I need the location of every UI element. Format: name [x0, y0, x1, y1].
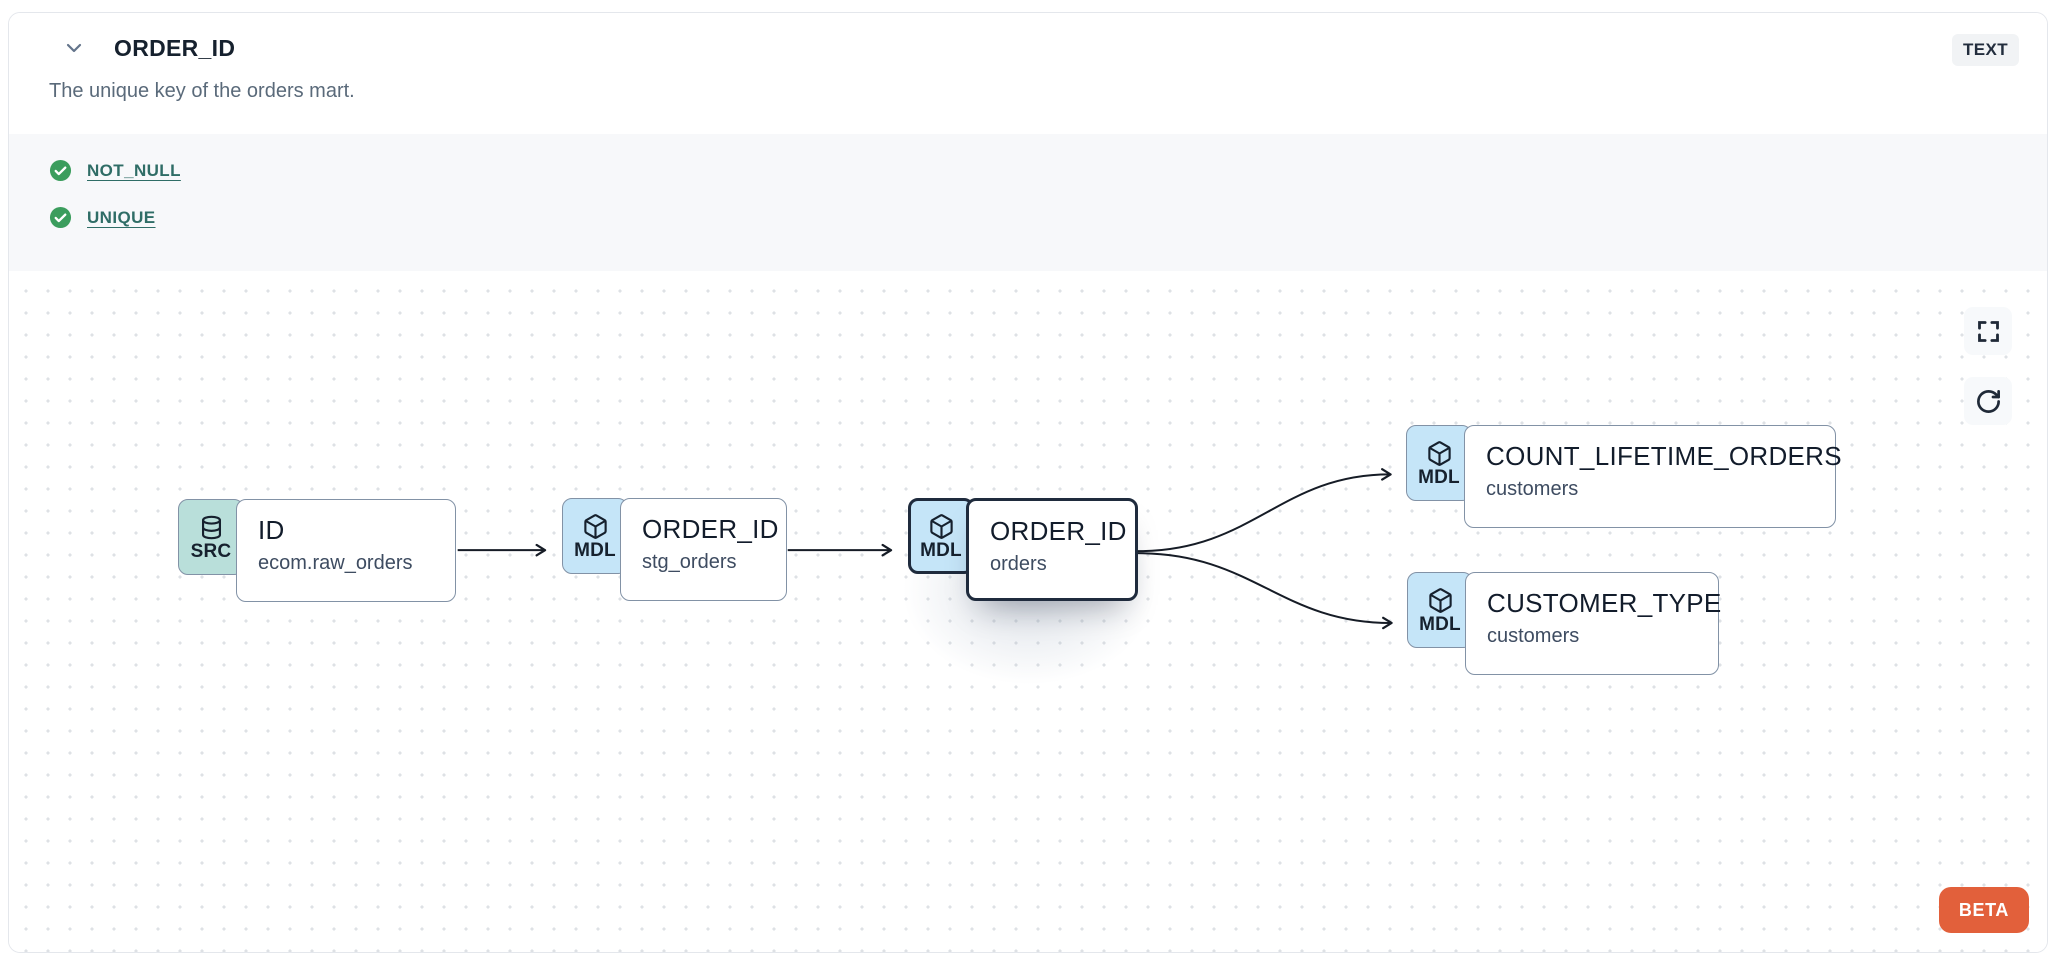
cube-icon [928, 513, 955, 540]
node-card: CUSTOMER_TYPE customers [1465, 572, 1722, 675]
node-badge-label: MDL [920, 539, 962, 561]
cube-icon [582, 513, 609, 540]
canvas-controls [1964, 307, 2012, 425]
tests-section: NOT_NULL UNIQUE [9, 134, 2047, 271]
column-title: ORDER_ID [114, 34, 236, 61]
chevron-down-icon [62, 36, 86, 60]
node-card: COUNT_LIFETIME_ORDERS customers [1464, 425, 1842, 528]
node-badge-label: MDL [1418, 466, 1460, 488]
cube-icon [1426, 440, 1453, 467]
lineage-canvas[interactable]: SRC ID ecom.raw_orders MDL ORDER_ID stg [9, 271, 2047, 952]
check-circle-icon [49, 206, 72, 229]
refresh-icon [1975, 388, 2002, 415]
test-link-not-null[interactable]: NOT_NULL [87, 160, 181, 180]
node-title: ORDER_ID [642, 514, 779, 544]
node-badge-label: MDL [1419, 613, 1461, 635]
column-details-panel: ORDER_ID TEXT The unique key of the orde… [8, 12, 2048, 953]
test-row: NOT_NULL [49, 159, 2047, 182]
test-row: UNIQUE [49, 206, 2047, 229]
beta-badge: BETA [1938, 887, 2029, 933]
database-icon [198, 514, 225, 541]
column-description: The unique key of the orders mart. [49, 80, 355, 102]
node-subtitle: customers [1486, 478, 1579, 501]
fullscreen-button[interactable] [1964, 307, 2012, 355]
node-type-badge: MDL [1406, 425, 1472, 501]
node-type-badge: MDL [562, 498, 628, 574]
node-card: ORDER_ID orders [966, 498, 1138, 601]
node-title: ID [258, 515, 285, 545]
node-subtitle: customers [1487, 625, 1580, 648]
node-type-badge: MDL [1407, 572, 1473, 648]
node-subtitle: orders [990, 553, 1047, 576]
check-circle-icon [49, 159, 72, 182]
node-card: ORDER_ID stg_orders [620, 498, 787, 601]
node-badge-label: MDL [574, 539, 616, 561]
node-title: COUNT_LIFETIME_ORDERS [1486, 441, 1842, 471]
node-type-badge: MDL [908, 498, 974, 574]
cube-icon [1427, 587, 1454, 614]
column-type-badge: TEXT [1951, 34, 2019, 66]
node-type-badge: SRC [178, 499, 244, 575]
fullscreen-icon [1975, 318, 2002, 345]
node-badge-label: SRC [190, 540, 232, 562]
node-title: ORDER_ID [990, 516, 1127, 546]
node-subtitle: stg_orders [642, 551, 737, 574]
panel-header: ORDER_ID TEXT The unique key of the orde… [9, 13, 2047, 134]
collapse-toggle-button[interactable] [59, 33, 89, 63]
node-title: CUSTOMER_TYPE [1487, 588, 1722, 618]
refresh-button[interactable] [1964, 377, 2012, 425]
node-card: ID ecom.raw_orders [236, 499, 456, 602]
lineage-edges [457, 468, 1393, 630]
node-subtitle: ecom.raw_orders [258, 552, 413, 575]
test-link-unique[interactable]: UNIQUE [87, 207, 156, 227]
